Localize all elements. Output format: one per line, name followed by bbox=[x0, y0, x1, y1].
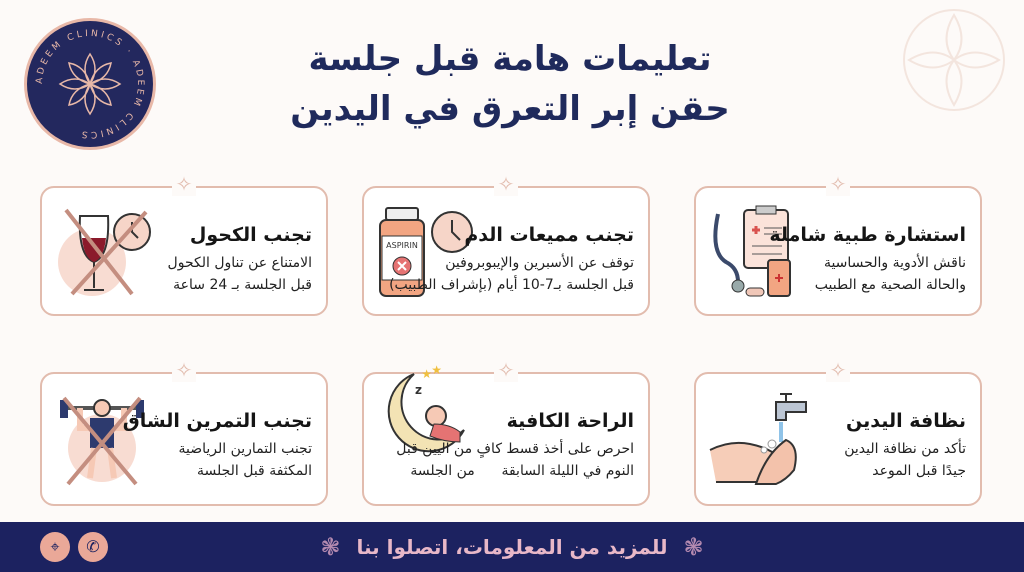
footer-bar: ❃ للمزيد من المعلومات، اتصلوا بنا ❃ ✆ ⌖ bbox=[0, 522, 1024, 572]
page-title: تعليمات هامة قبل جلسة حقن إبر التعرق في … bbox=[200, 34, 820, 134]
star-ornament-icon: ✧ bbox=[826, 172, 850, 196]
card-title: الراحة الكافية bbox=[506, 410, 634, 432]
card-text-line: ناقش الأدوية والحساسية bbox=[823, 255, 966, 271]
svg-text:★: ★ bbox=[431, 364, 442, 377]
card-text-line: توقف عن الأسبرين والإيبوبروفين bbox=[445, 255, 634, 271]
star-ornament-icon: ✧ bbox=[494, 358, 518, 382]
card-adequate-rest: ✧ z ★★ الراحة الكافية احرص على أخذ قسط كا… bbox=[362, 358, 650, 506]
no-wine-icon bbox=[58, 208, 151, 296]
star-ornament-icon: ✧ bbox=[172, 172, 196, 196]
card-title: تجنب الكحول bbox=[189, 224, 312, 246]
card-title: تجنب التمرين الشاق bbox=[122, 410, 312, 432]
hand-washing-icon bbox=[709, 393, 807, 485]
card-title: استشارة طبية شاملة bbox=[769, 224, 966, 246]
title-line-1: تعليمات هامة قبل جلسة bbox=[308, 39, 712, 79]
star-ornament-icon: ✧ bbox=[494, 172, 518, 196]
sleeping-moon-icon: z ★★ bbox=[387, 364, 465, 453]
card-text-line: قبل الجلسة بـ7-10 أيام (بإشراف الطبيب) bbox=[389, 277, 634, 293]
clinic-logo: ADEEM CLINICS · ADEEM CLINICS bbox=[24, 18, 156, 150]
phone-icon[interactable]: ✆ bbox=[78, 532, 108, 562]
no-weightlifting-icon bbox=[60, 396, 144, 486]
card-text-line: الامتناع عن تناول الكحول bbox=[167, 255, 312, 271]
card-text-line: قبل الجلسة بـ 24 ساعة bbox=[173, 277, 312, 293]
card-avoid-alcohol: ✧ تجنب الكحول الامتناع عن تناول الكحول قب… bbox=[40, 172, 328, 316]
card-title: نظافة اليدين bbox=[846, 410, 966, 432]
flower-ornament-icon: ❃ bbox=[320, 533, 341, 561]
card-text-line: جيدًا قبل الموعد bbox=[872, 463, 966, 479]
star-ornament-icon: ✧ bbox=[826, 358, 850, 382]
card-text-line: تأكد من نظافة اليدين bbox=[844, 441, 966, 457]
svg-text:★: ★ bbox=[421, 367, 432, 381]
aspirin-label: ASPIRIN bbox=[386, 241, 418, 250]
card-text-line: تجنب التمارين الرياضية bbox=[178, 441, 312, 457]
aspirin-bottle-icon: ASPIRIN bbox=[379, 207, 473, 297]
location-icon[interactable]: ⌖ bbox=[40, 532, 70, 562]
clipboard-stethoscope-icon bbox=[713, 205, 791, 297]
card-hand-hygiene: ✧ نظافة اليدين تأكد من نظافة اليدين جيدًا… bbox=[694, 358, 982, 506]
contact-us-text[interactable]: للمزيد من المعلومات، اتصلوا بنا bbox=[356, 535, 668, 559]
card-avoid-strenuous-exercise: ✧ تجنب التمرين الشاق تجنب التمارين الريا… bbox=[40, 358, 328, 506]
card-title: تجنب مميعات الدم bbox=[464, 224, 634, 246]
logo-flower-icon: ADEEM CLINICS · ADEEM CLINICS bbox=[35, 29, 142, 139]
card-medical-consultation: ✧ استشارة طبية شاملة ناقش الأدوية والحسا… bbox=[694, 172, 982, 316]
card-text-line: النوم في الليلة السابقة من الجلسة bbox=[410, 463, 634, 479]
card-text-line: والحالة الصحية مع الطبيب bbox=[814, 277, 966, 293]
decorative-flower-icon bbox=[903, 9, 1005, 111]
card-text-line: احرص على أخذ قسط كافٍ من اليين قبل bbox=[396, 441, 634, 457]
card-text-line: المكثفة قبل الجلسة bbox=[196, 463, 312, 479]
flower-ornament-icon: ❃ bbox=[683, 533, 704, 561]
star-ornament-icon: ✧ bbox=[172, 358, 196, 382]
svg-text:z: z bbox=[415, 383, 422, 397]
card-avoid-blood-thinners: ✧ ASPIRIN تجنب مميعات الدم توقف عن الأسب… bbox=[362, 172, 650, 316]
title-line-2: حقن إبر التعرق في اليدين bbox=[290, 89, 730, 129]
